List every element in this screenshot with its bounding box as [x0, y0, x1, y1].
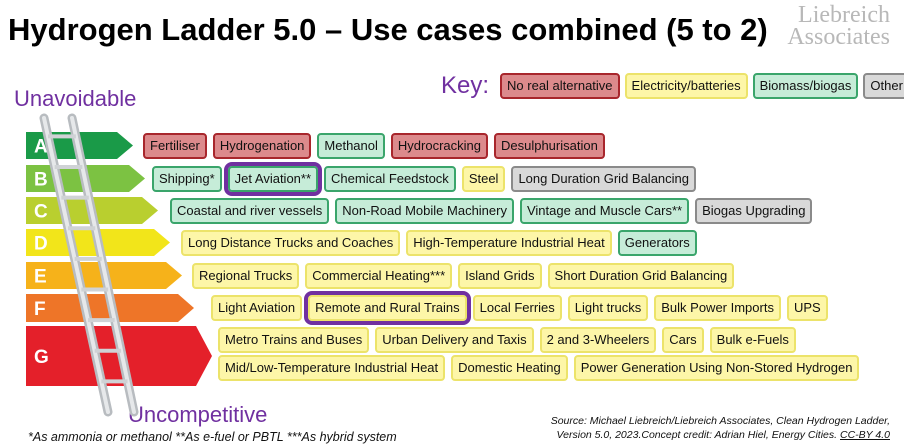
use-case-chip: Bulk e-Fuels — [709, 327, 796, 353]
use-case-chip: 2 and 3-Wheelers — [539, 327, 657, 353]
legend-item: Other — [863, 73, 904, 99]
use-case-chip: Regional Trucks — [192, 263, 300, 289]
use-case-chip: Long Distance Trucks and Coaches — [181, 230, 401, 256]
use-case-chip: Urban Delivery and Taxis — [375, 327, 534, 353]
grade-label: F — [34, 299, 46, 320]
use-case-chip: Vintage and Muscle Cars** — [519, 198, 690, 224]
use-case-chip: Local Ferries — [472, 295, 562, 321]
source-note: Source: Michael Liebreich/Liebreich Asso… — [550, 415, 890, 441]
use-case-chip: Commercial Heating*** — [305, 263, 453, 289]
use-case-chip: Island Grids — [458, 263, 542, 289]
grade-label: A — [34, 137, 48, 158]
use-case-chip: Jet Aviation** — [223, 162, 323, 196]
legend-item: Biomass/biogas — [752, 73, 859, 99]
use-case-chip: Power Generation Using Non-Stored Hydrog… — [573, 355, 860, 381]
footnotes: *As ammonia or methanol **As e-fuel or P… — [28, 430, 397, 444]
use-case-chip: Long Duration Grid Balancing — [511, 166, 697, 192]
use-case-chip: Metro Trains and Buses — [218, 327, 370, 353]
use-case-chip: Domestic Heating — [451, 355, 568, 381]
use-case-chip: Methanol — [317, 133, 385, 159]
ladder-icon — [39, 113, 139, 417]
legend-item: Electricity/batteries — [624, 73, 748, 99]
grade-label: D — [34, 234, 48, 255]
use-case-chip: Short Duration Grid Balancing — [547, 263, 735, 289]
use-case-row-b: Shipping*Jet Aviation**Chemical Feedstoc… — [152, 162, 697, 196]
grade-label: C — [34, 202, 48, 223]
grade-label: B — [34, 170, 48, 191]
use-case-chip: Cars — [662, 327, 704, 353]
use-case-chip: Non-Road Mobile Machinery — [335, 198, 514, 224]
use-case-chip: Remote and Rural Trains — [304, 291, 471, 325]
use-case-chip: Hydrocracking — [390, 133, 488, 159]
uncompetitive-label: Uncompetitive — [128, 402, 268, 427]
grade-label: G — [34, 347, 49, 368]
use-case-chip: Light trucks — [567, 295, 649, 321]
use-case-chip: UPS — [786, 295, 828, 321]
legend: Key: No real alternative Electricity/bat… — [441, 72, 904, 100]
use-case-chip: Mid/Low-Temperature Industrial Heat — [218, 355, 446, 381]
use-case-chip: Fertiliser — [143, 133, 207, 159]
legend-item: No real alternative — [500, 73, 620, 99]
use-case-chip: Coastal and river vessels — [170, 198, 330, 224]
use-case-chip: Bulk Power Imports — [654, 295, 781, 321]
use-case-chip: Desulphurisation — [493, 133, 605, 159]
use-case-chip: Light Aviation — [211, 295, 303, 321]
use-case-chip: Hydrogenation — [212, 133, 312, 159]
license-link[interactable]: CC-BY 4.0 — [840, 429, 890, 441]
use-case-chip: Biogas Upgrading — [695, 198, 813, 224]
use-case-chip: Steel — [461, 166, 506, 192]
use-case-chip: High-Temperature Industrial Heat — [406, 230, 612, 256]
use-case-chip: Shipping* — [152, 166, 222, 192]
use-case-chip: Generators — [617, 230, 697, 256]
page-title: Hydrogen Ladder 5.0 – Use cases combined… — [8, 12, 768, 47]
use-case-chip: Chemical Feedstock — [324, 166, 456, 192]
legend-title: Key: — [441, 72, 490, 99]
grade-label: E — [34, 267, 47, 288]
unavoidable-label: Unavoidable — [14, 86, 137, 111]
